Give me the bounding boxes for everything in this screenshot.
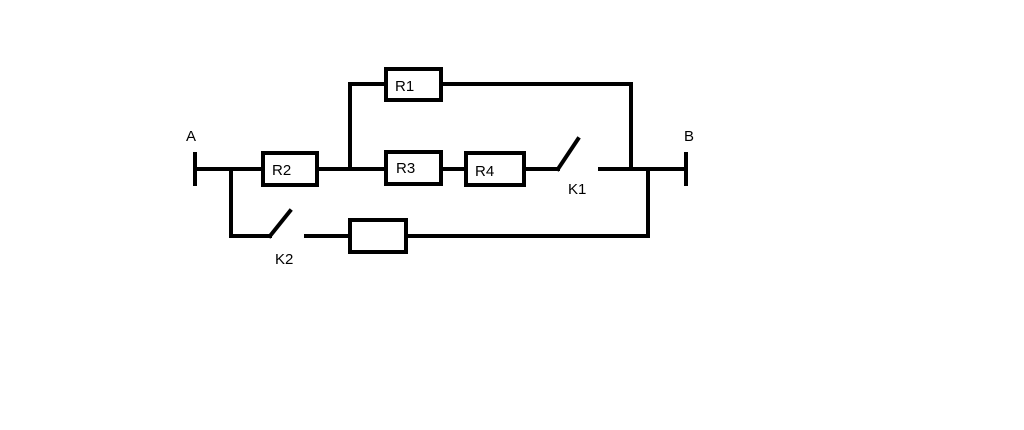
terminal-b-label: B bbox=[684, 128, 694, 145]
resistor-r3 bbox=[384, 150, 443, 186]
resistor-r1-label: R1 bbox=[395, 78, 414, 95]
resistor-r2 bbox=[261, 151, 319, 187]
resistor-r4 bbox=[464, 151, 526, 187]
resistor-r2-label: R2 bbox=[272, 162, 291, 179]
switch-k2-label: K2 bbox=[275, 251, 293, 268]
switch-k1-label: K1 bbox=[568, 181, 586, 198]
resistor-r4-label: R4 bbox=[475, 163, 494, 180]
switch-k1-blade bbox=[555, 136, 581, 172]
wire-r1-to-right bbox=[439, 82, 633, 171]
terminal-a-label: A bbox=[186, 128, 196, 145]
switch-k2-blade bbox=[267, 208, 293, 239]
resistor-r1 bbox=[384, 67, 443, 102]
resistor-r3-label: R3 bbox=[396, 160, 415, 177]
wire-resistor-to-b bbox=[404, 167, 650, 238]
wire-a-to-k2 bbox=[229, 167, 272, 238]
wire-junction-to-r1 bbox=[348, 82, 388, 171]
resistor-unlabeled bbox=[348, 218, 408, 254]
